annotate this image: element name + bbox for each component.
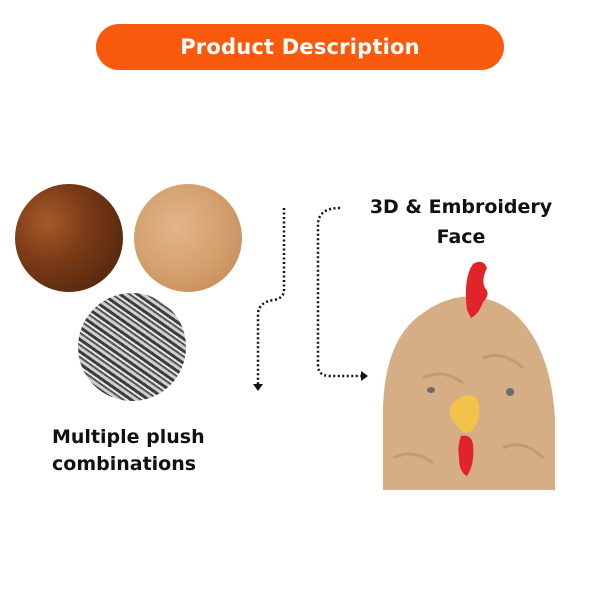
arrowhead-down-icon <box>253 384 263 391</box>
plush-chicken-image <box>383 261 555 490</box>
product-description-banner: Product Description <box>96 24 504 70</box>
dotted-arrow-down <box>256 208 286 385</box>
arrowhead-right-icon <box>361 371 368 381</box>
embroidery-face-label: 3D & Embroidery Face <box>369 196 553 248</box>
plush-combinations-label: Multiple plush combinations <box>52 426 205 475</box>
brown-plush-swatch <box>15 184 123 292</box>
tan-plush-swatch <box>134 184 242 292</box>
dotted-arrow-right <box>316 206 362 378</box>
gray-loop-plush-swatch <box>78 293 186 401</box>
banner-title: Product Description <box>180 35 420 59</box>
